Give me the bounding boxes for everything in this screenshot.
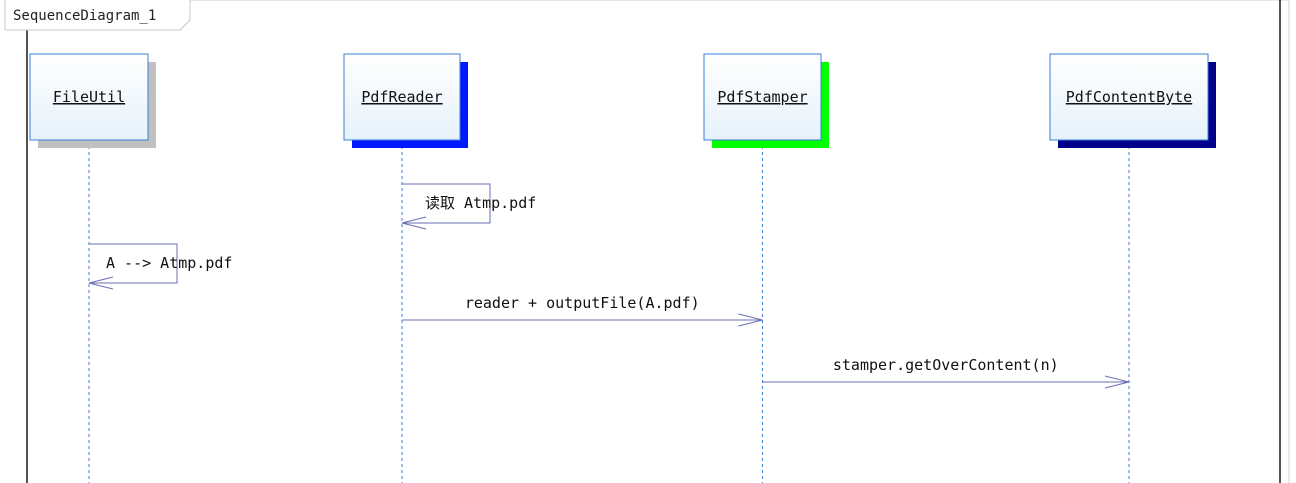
message-label: A --> Atmp.pdf bbox=[106, 254, 232, 272]
object-box bbox=[1049, 53, 1209, 141]
object-label: PdfStamper bbox=[717, 88, 807, 106]
lifeline-pdfcontentbyte: PdfContentByte bbox=[1049, 53, 1216, 483]
frame-title: SequenceDiagram_1 bbox=[13, 8, 156, 24]
message-2: A --> Atmp.pdf bbox=[88, 243, 232, 290]
objects-layer: FileUtil PdfReader PdfStamper PdfContentByt… bbox=[29, 53, 1216, 483]
object-label: PdfContentByte bbox=[1066, 88, 1192, 106]
frame-title-tab bbox=[4, 0, 191, 31]
message-line bbox=[402, 183, 491, 224]
lifeline-pdfstamper: PdfStamper bbox=[703, 53, 829, 483]
message-arrowhead bbox=[88, 276, 114, 290]
message-3: reader + outputFile(A.pdf) bbox=[402, 294, 763, 327]
object-box bbox=[343, 53, 461, 141]
messages-layer: 读取 Atmp.pdf A --> Atmp.pdf reader + output… bbox=[88, 183, 1130, 389]
object-box bbox=[703, 53, 822, 141]
object-label: FileUtil bbox=[53, 88, 125, 106]
object-label: PdfReader bbox=[361, 88, 442, 106]
lifeline-fileutil: FileUtil bbox=[29, 53, 156, 483]
message-4: stamper.getOverContent(n) bbox=[762, 356, 1130, 389]
lifeline-pdfreader: PdfReader bbox=[343, 53, 468, 483]
message-label: stamper.getOverContent(n) bbox=[833, 356, 1059, 374]
message-arrowhead bbox=[738, 313, 763, 327]
message-label: reader + outputFile(A.pdf) bbox=[465, 294, 700, 312]
message-arrowhead bbox=[401, 216, 427, 230]
object-box bbox=[29, 53, 149, 141]
message-1: 读取 Atmp.pdf bbox=[401, 183, 536, 230]
message-arrowhead bbox=[1104, 375, 1130, 389]
message-label: 读取 Atmp.pdf bbox=[425, 194, 536, 212]
message-line bbox=[89, 243, 178, 284]
